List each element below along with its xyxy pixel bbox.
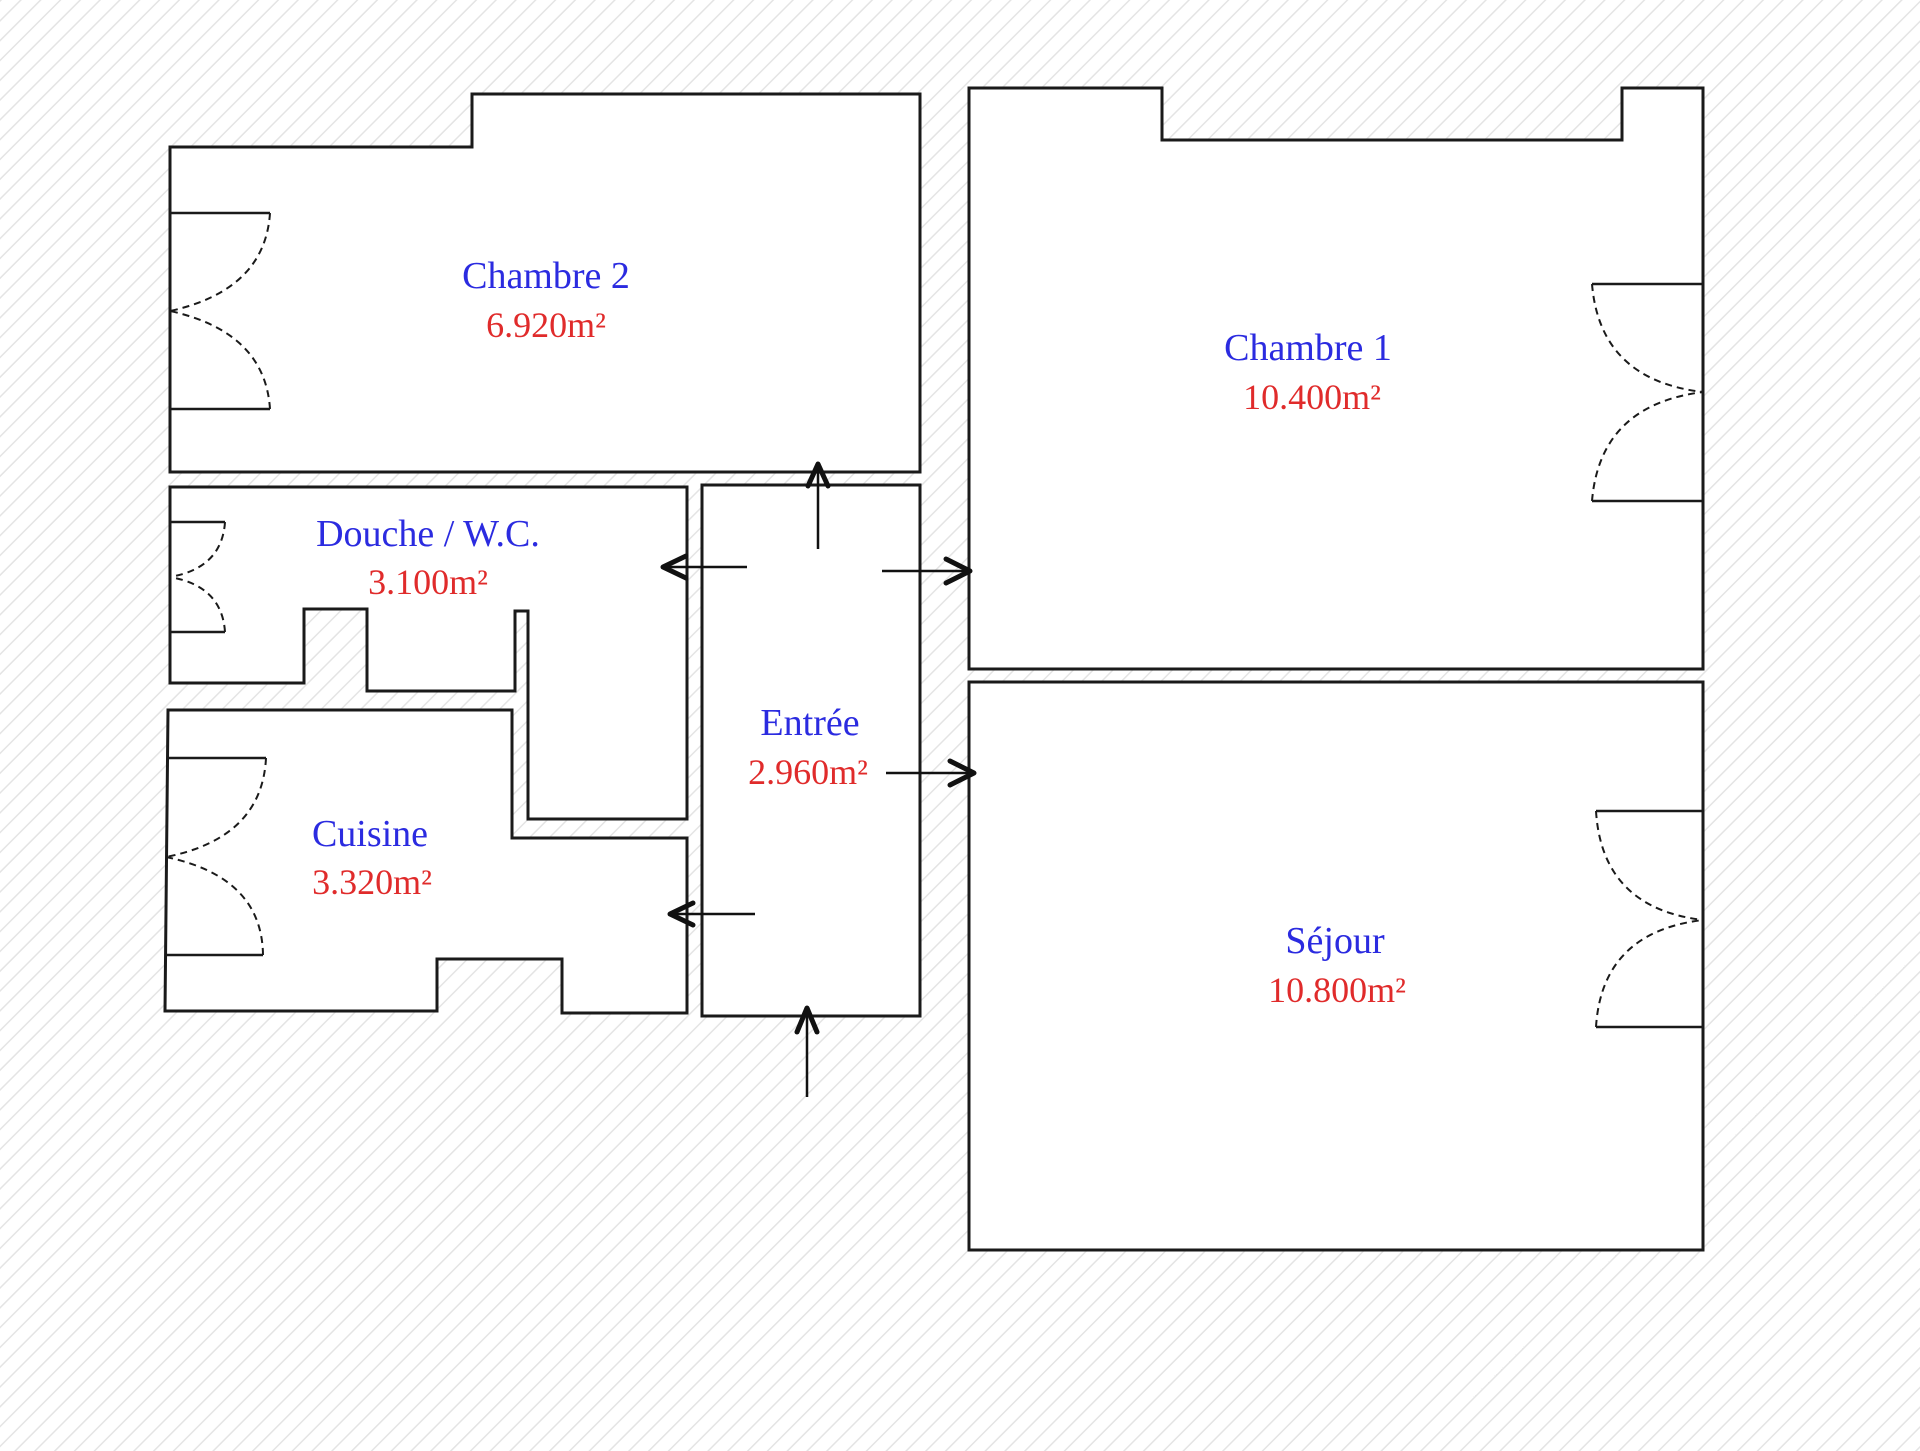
arrow-to-douche: [660, 553, 747, 581]
room-name-entree: Entrée: [760, 702, 859, 744]
room-cuisine: [163, 708, 689, 1015]
room-name-chambre-1: Chambre 1: [1224, 327, 1392, 369]
room-area-cuisine: 3.320m²: [312, 862, 432, 902]
arrow-to-chambre-1: [882, 556, 973, 586]
room-entree: [700, 483, 922, 1018]
double-door: [169, 211, 271, 411]
arrow-to-cuisine: [667, 900, 755, 928]
room-name-sejour: Séjour: [1285, 920, 1385, 962]
room-name-cuisine: Cuisine: [312, 813, 428, 855]
room-name-chambre-2: Chambre 2: [462, 255, 630, 297]
double-door: [169, 520, 226, 634]
room-douche-wc: [168, 485, 689, 821]
arrow-to-sejour: [886, 758, 977, 788]
room-chambre-2: [168, 92, 922, 474]
double-door: [1595, 809, 1704, 1029]
room-area-douche-wc: 3.100m²: [368, 562, 488, 602]
room-area-chambre-1: 10.400m²: [1243, 377, 1381, 417]
room-name-douche-wc: Douche / W.C.: [316, 513, 540, 555]
room-sejour: [967, 680, 1705, 1252]
room-area-entree: 2.960m²: [748, 752, 868, 792]
arrow-to-chambre-2: [805, 461, 831, 549]
room-chambre-1: [967, 86, 1705, 671]
double-door: [165, 756, 267, 957]
room-area-sejour: 10.800m²: [1268, 970, 1406, 1010]
double-door: [1591, 282, 1704, 503]
arrow-main-entrance: [794, 1005, 820, 1097]
room-area-chambre-2: 6.920m²: [486, 305, 606, 345]
